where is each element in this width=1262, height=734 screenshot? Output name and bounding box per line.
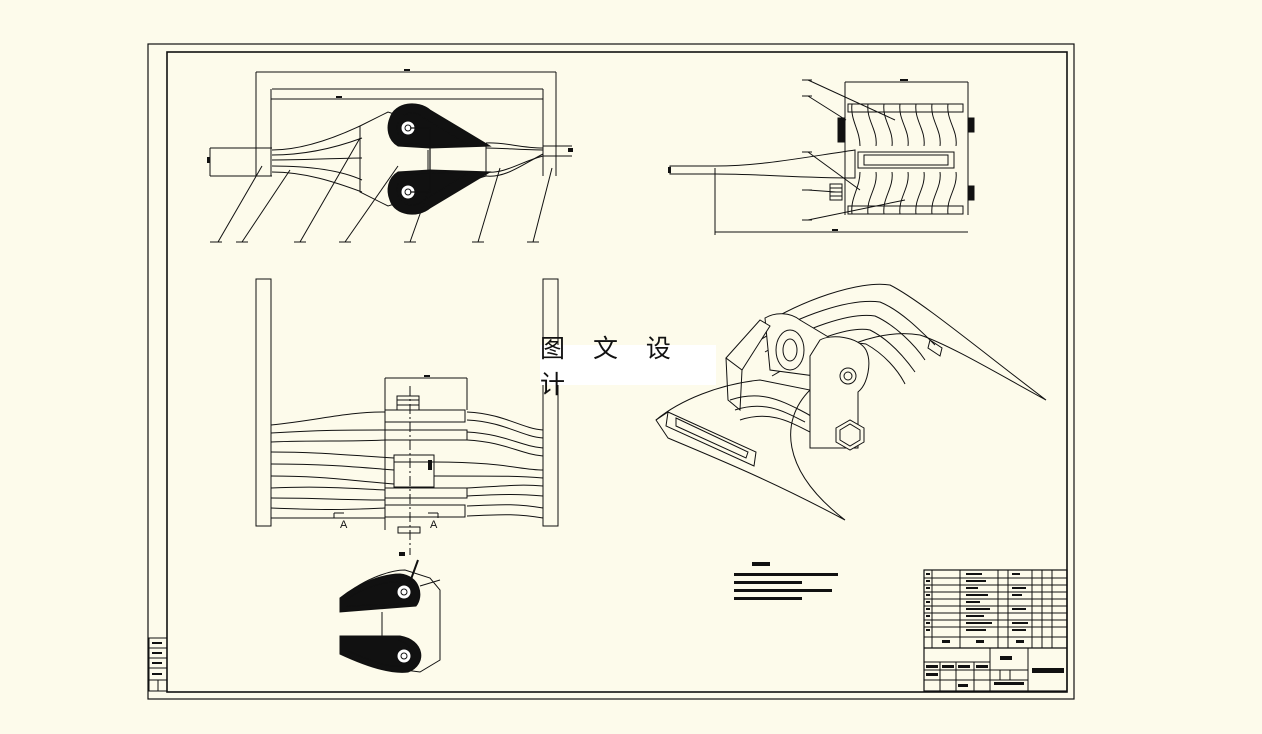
sheet-border [147,43,1075,700]
section-label-left: A [340,519,348,531]
section-aa [339,559,441,673]
front-view [207,69,573,243]
isometric-view [655,283,1047,521]
top-view [255,278,559,556]
side-view [668,79,975,235]
margin-block [148,637,168,692]
title-block [923,569,1068,692]
section-label-right: A [430,519,438,531]
tech-requirements [734,562,838,600]
watermark: 图 文 设 计 [540,334,716,399]
